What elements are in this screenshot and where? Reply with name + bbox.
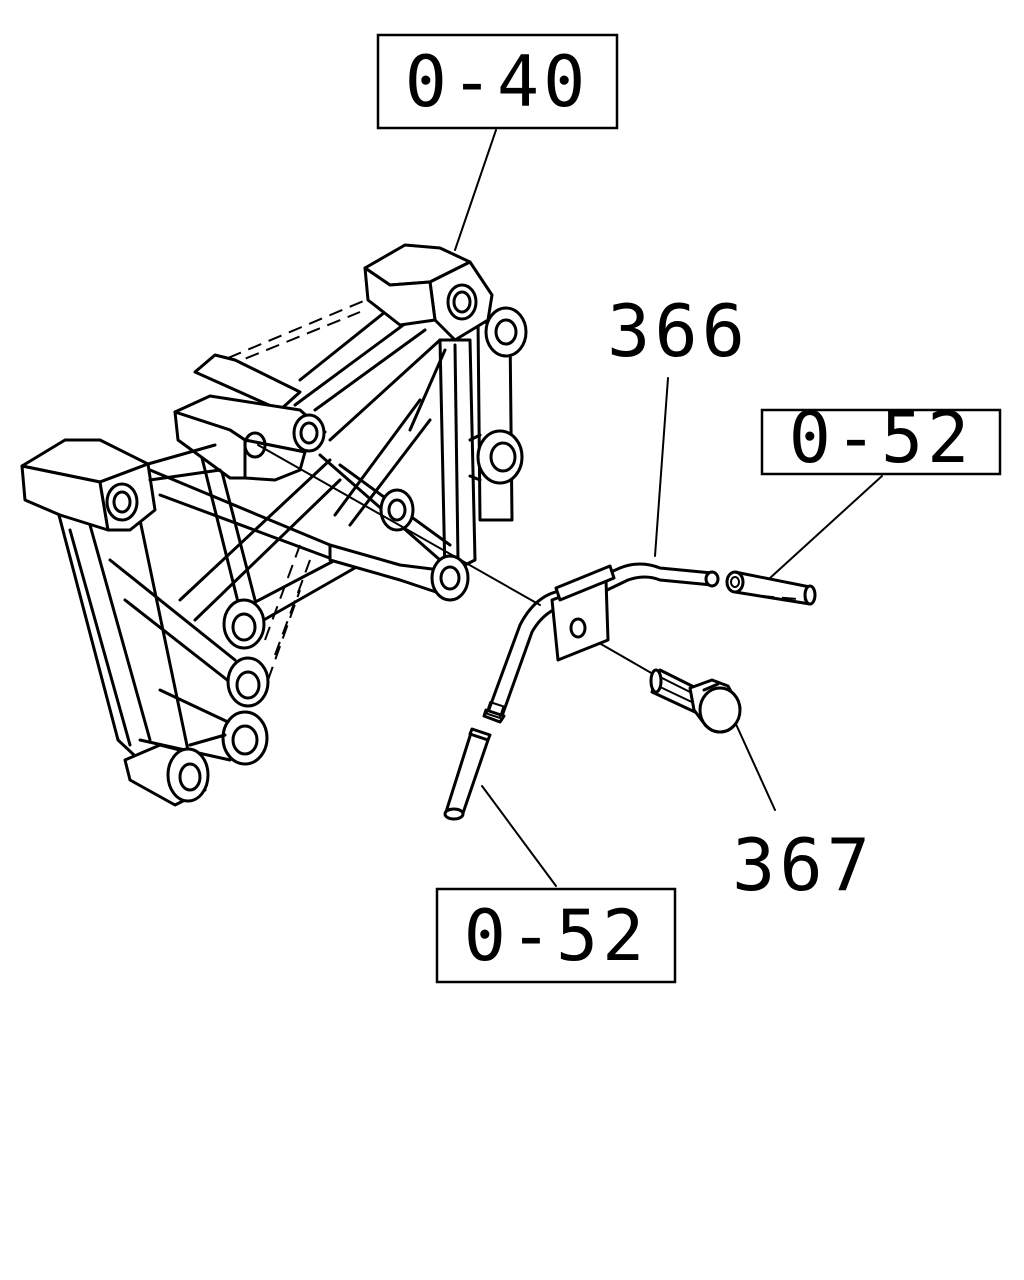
leader-part-366: [654, 377, 669, 557]
hose-bottom: [443, 727, 492, 821]
pipe-366: [482, 562, 720, 724]
leader-ref-bottom: [481, 785, 557, 887]
leader-part-367: [734, 721, 776, 811]
bolt-367: [649, 668, 742, 734]
reference-label-bottom: 0-52: [464, 895, 649, 977]
hose-right: [725, 570, 817, 606]
leader-lines: [257, 129, 883, 887]
mounting-bracket: [20, 243, 528, 807]
reference-box-bottom: 0-52: [435, 887, 677, 984]
reference-box-right: 0-52: [760, 397, 1002, 479]
part-number-367: 367: [732, 823, 874, 907]
reference-label-right: 0-52: [789, 397, 974, 479]
reference-box-top: 0-40: [376, 33, 619, 130]
part-number-366: 366: [607, 289, 749, 373]
leader-ref-top: [454, 129, 497, 251]
alignment-line-bracket: [257, 444, 541, 606]
leader-ref-right: [769, 475, 883, 579]
reference-label-top: 0-40: [405, 41, 590, 123]
